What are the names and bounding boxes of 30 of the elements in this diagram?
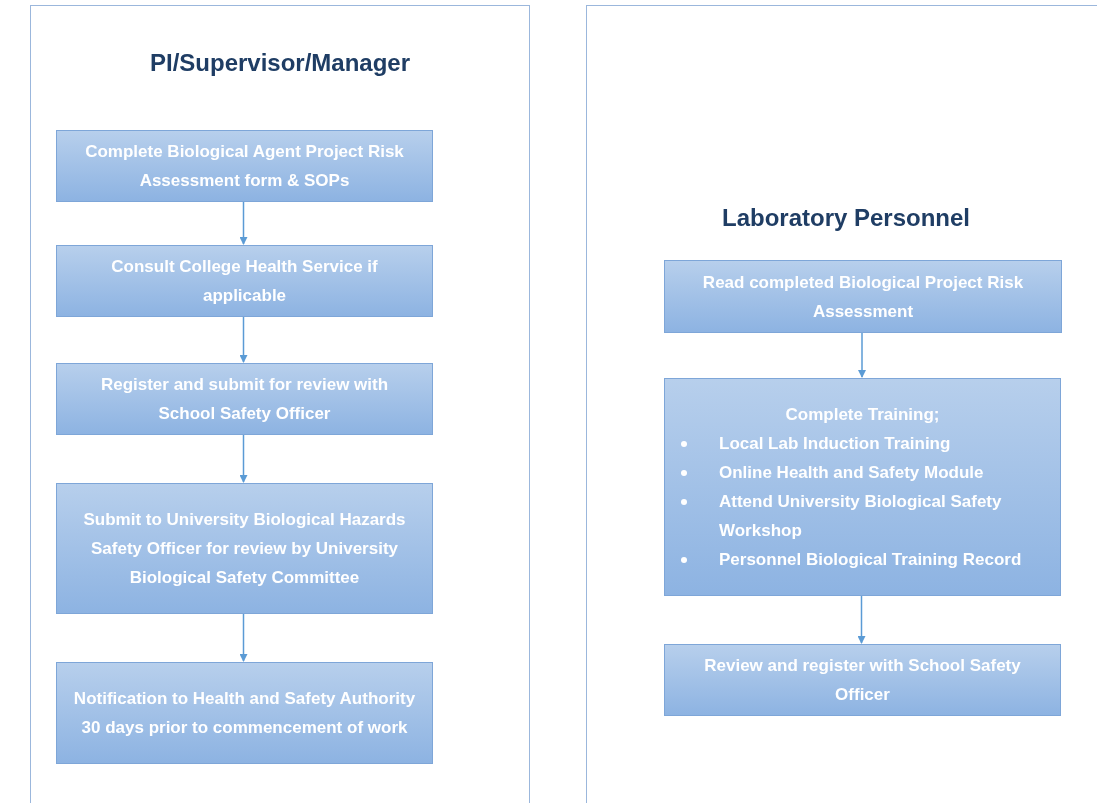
bullet-item: Online Health and Safety Module <box>719 462 985 484</box>
swimlane-panel <box>30 5 530 803</box>
swimlane-panel <box>586 5 1097 803</box>
arrow <box>239 612 248 662</box>
arrow <box>239 315 248 363</box>
step-text: Complete Training; <box>784 404 941 426</box>
process-box <box>56 483 433 614</box>
process-box <box>664 260 1062 333</box>
step-text: Read completed Biological Project Risk Assessment <box>701 271 1025 323</box>
bullet-item: Local Lab Induction Training <box>719 433 952 455</box>
lane-heading: PI/Supervisor/Manager <box>148 49 412 77</box>
arrow <box>858 331 866 378</box>
arrow <box>239 433 248 483</box>
arrow <box>239 200 248 245</box>
process-box <box>56 245 433 317</box>
process-box <box>56 363 433 435</box>
process-box <box>56 662 433 764</box>
process-box <box>664 644 1061 716</box>
bullet-item: Personnel Biological Training Record <box>719 549 1023 571</box>
process-box <box>56 130 433 202</box>
step-text: Register and submit for review with School Safety Officer <box>99 374 390 425</box>
lane-heading: Laboratory Personnel <box>720 204 972 232</box>
arrow <box>857 594 866 644</box>
step-text: Review and register with School Safety Officer <box>703 655 1022 706</box>
step-text: Notification to Health and Safety Authority 30 days prior to commencement of work <box>72 688 417 739</box>
bullet-item: Attend University Biological Safety Workshop <box>719 491 1003 542</box>
step-text: Complete Biological Agent Project Risk Assessment form & SOPs <box>84 141 405 192</box>
process-box <box>664 378 1061 596</box>
step-text: Consult College Health Service if applicable <box>110 256 379 307</box>
step-text: Submit to University Biological Hazards Safety Officer for review by University Biological Safety Committee <box>82 509 407 589</box>
